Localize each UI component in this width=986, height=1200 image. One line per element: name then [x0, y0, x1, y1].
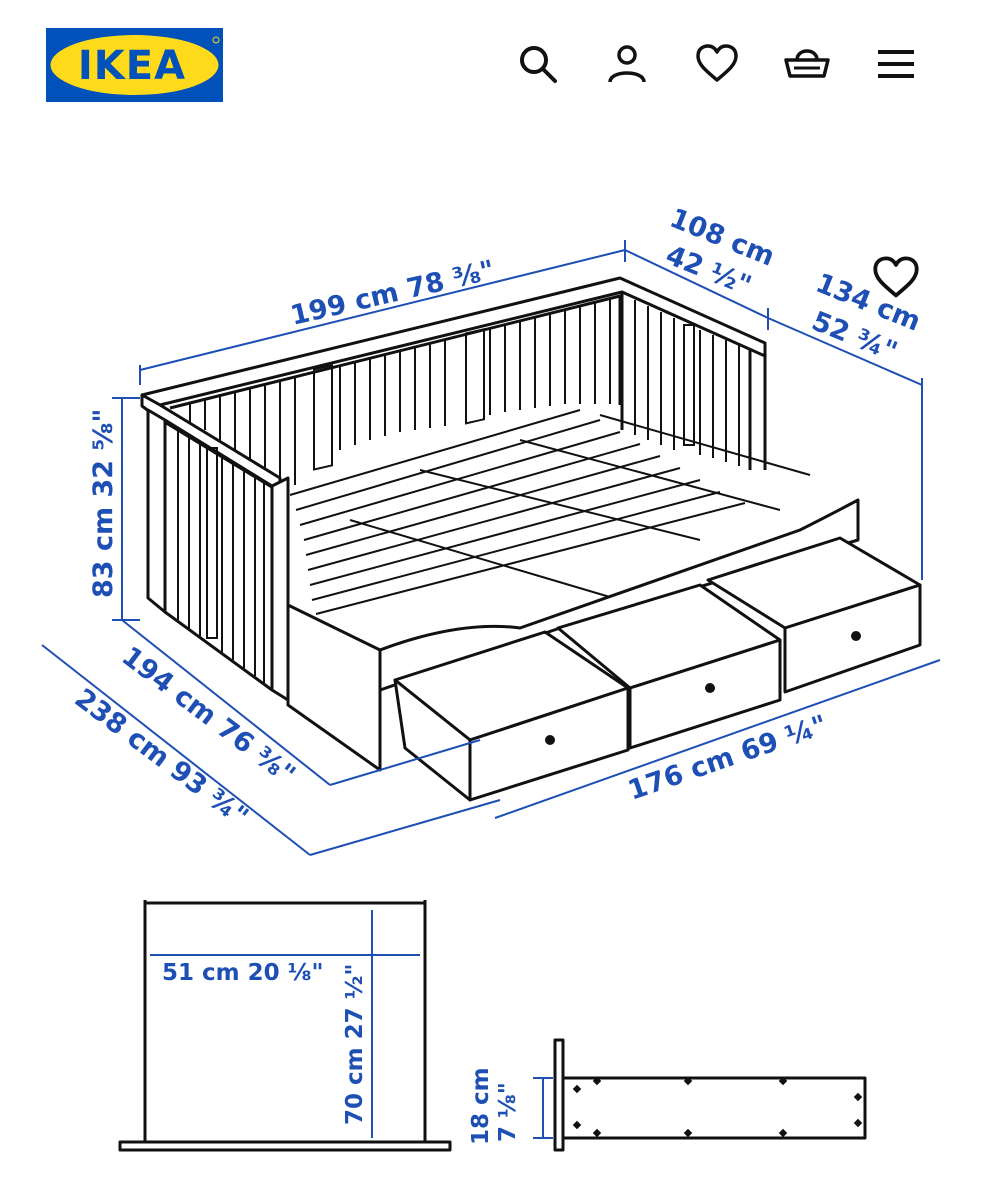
drawer-top-view: 51 cm 20 ⅛" 70 cm 27 ½": [118, 900, 452, 1152]
dimension-lines: [41, 240, 941, 856]
dim-drawer-depth: 70 cm 27 ½": [342, 964, 368, 1125]
dim-bottom-left-outer: 238 cm 93 ¾": [69, 683, 254, 833]
ikea-logo[interactable]: IKEA: [46, 28, 223, 102]
dim-height: 83 cm 32 ⅝": [88, 408, 119, 598]
drawers: [393, 536, 922, 802]
daybed-illustration: [140, 276, 922, 802]
site-header: IKEA: [0, 0, 986, 130]
dim-drawer-width: 51 cm 20 ⅛": [162, 960, 323, 986]
drawer-side-view: 18 cm 7 ⅛": [468, 1038, 867, 1152]
heart-icon[interactable]: [872, 254, 920, 302]
cart-icon[interactable]: [784, 42, 830, 86]
menu-icon[interactable]: [874, 42, 918, 86]
dim-drawer-height-in: 7 ⅛": [495, 1082, 521, 1142]
favorites-icon[interactable]: [695, 42, 739, 86]
dim-drawer-height-cm: 18 cm: [468, 1067, 494, 1145]
search-icon[interactable]: [516, 42, 560, 86]
account-icon[interactable]: [605, 42, 649, 86]
logo-text: IKEA: [78, 43, 186, 89]
